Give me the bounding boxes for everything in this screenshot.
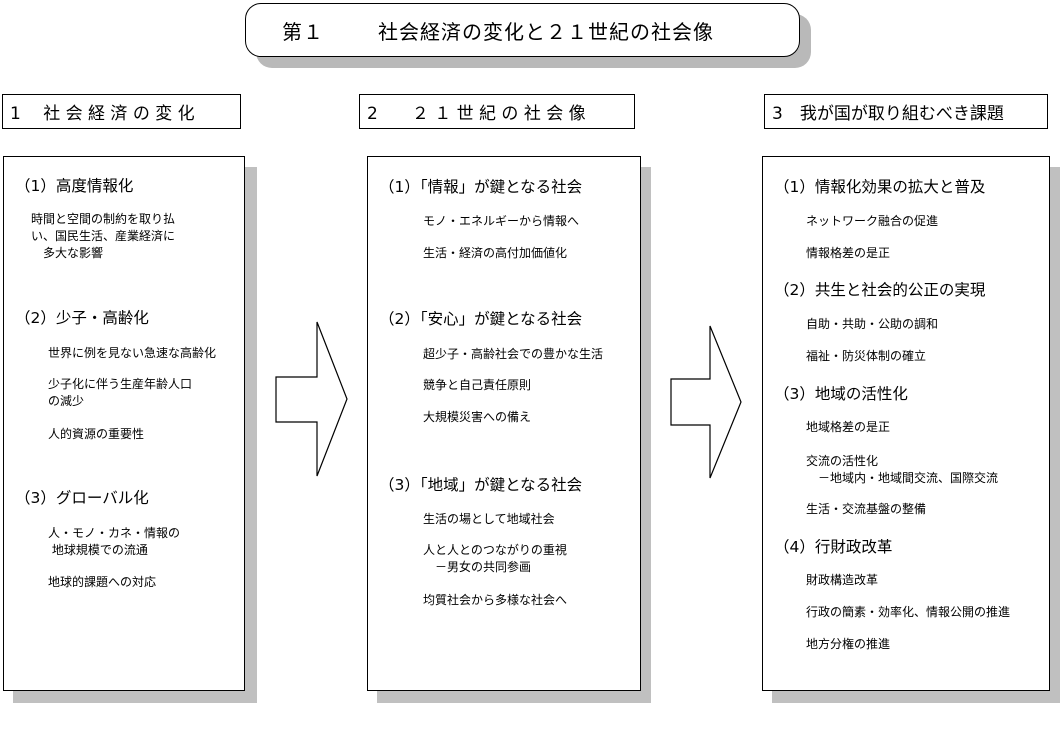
list-item: 交流の活性化 －地域内・地域間交流、国際交流 [806,454,999,485]
list-item: 自助・共助・公助の調和 [806,317,939,331]
list-item: 行政の簡素・効率化、情報公開の推進 [806,605,1011,619]
title-number: 第１ [282,19,324,44]
page-title: 第１ 社会経済の変化と２１世紀の社会像 [245,3,800,57]
panel-21st-century-society: （1）「情報」が鍵となる社会 モノ・エネルギーから情報へ 生活・経済の高付加価値… [367,156,641,691]
list-item: 大規模災害への備え [423,410,532,424]
list-item: 地方分権の推進 [806,637,891,651]
list-item: 生活の場として地域社会 [423,512,555,526]
panel-national-challenges: （1）情報化効果の拡大と普及 ネットワーク融合の促進 情報格差の是正 （2）共生… [762,156,1050,691]
list-item: 財政構造改革 [806,573,879,587]
section-heading: （3）「地域」が鍵となる社会 [379,476,583,494]
section-heading: （3）グローバル化 [15,489,149,507]
column-header-3: 3 我が国が取り組むべき課題 [764,94,1048,129]
list-item: 世界に例を見ない急速な高齢化 [48,346,217,360]
list-item: 情報格差の是正 [806,246,891,260]
arrow-right-icon [275,321,348,477]
section-heading: （1）「情報」が鍵となる社会 [379,178,583,196]
list-item: 時間と空間の制約を取り払 い、国民生活、産業経済に 多大な影響 [31,212,176,260]
column-header-1: 1 社 会 経 済 の 変 化 [2,94,241,129]
list-item: 超少子・高齢社会での豊かな生活 [423,347,604,361]
column-header-2: 2 ２ １ 世 紀 の 社 会 像 [359,94,635,129]
list-item: 人的資源の重要性 [48,427,145,441]
list-item: 生活・経済の高付加価値化 [423,246,568,260]
list-item: 地域格差の是正 [806,420,891,434]
section-heading: （2）「安心」が鍵となる社会 [379,310,583,328]
title-text: 社会経済の変化と２１世紀の社会像 [378,19,714,44]
section-heading: （2）共生と社会的公正の実現 [774,281,986,299]
panel-socioeconomic-change: （1）高度情報化 時間と空間の制約を取り払 い、国民生活、産業経済に 多大な影響… [3,156,245,691]
list-item: 競争と自己責任原則 [423,378,532,392]
section-heading: （1）高度情報化 [15,177,134,195]
list-item: ネットワーク融合の促進 [806,214,939,228]
list-item: 地球的課題への対応 [48,575,157,589]
section-heading: （1）情報化効果の拡大と普及 [774,178,986,196]
section-heading: （2）少子・高齢化 [15,309,149,327]
section-heading: （3）地域の活性化 [774,385,908,403]
section-heading: （4）行財政改革 [774,538,893,556]
list-item: 人・モノ・カネ・情報の 地球規模での流通 [48,526,181,557]
list-item: 少子化に伴う生産年齢人口 の減少 [48,377,193,408]
list-item: モノ・エネルギーから情報へ [423,214,580,228]
list-item: 福祉・防災体制の確立 [806,349,927,363]
arrow-right-icon [670,325,742,479]
list-item: 生活・交流基盤の整備 [806,502,927,516]
list-item: 人と人とのつながりの重視 －男女の共同参画 [423,543,567,574]
list-item: 均質社会から多様な社会へ [423,593,568,607]
